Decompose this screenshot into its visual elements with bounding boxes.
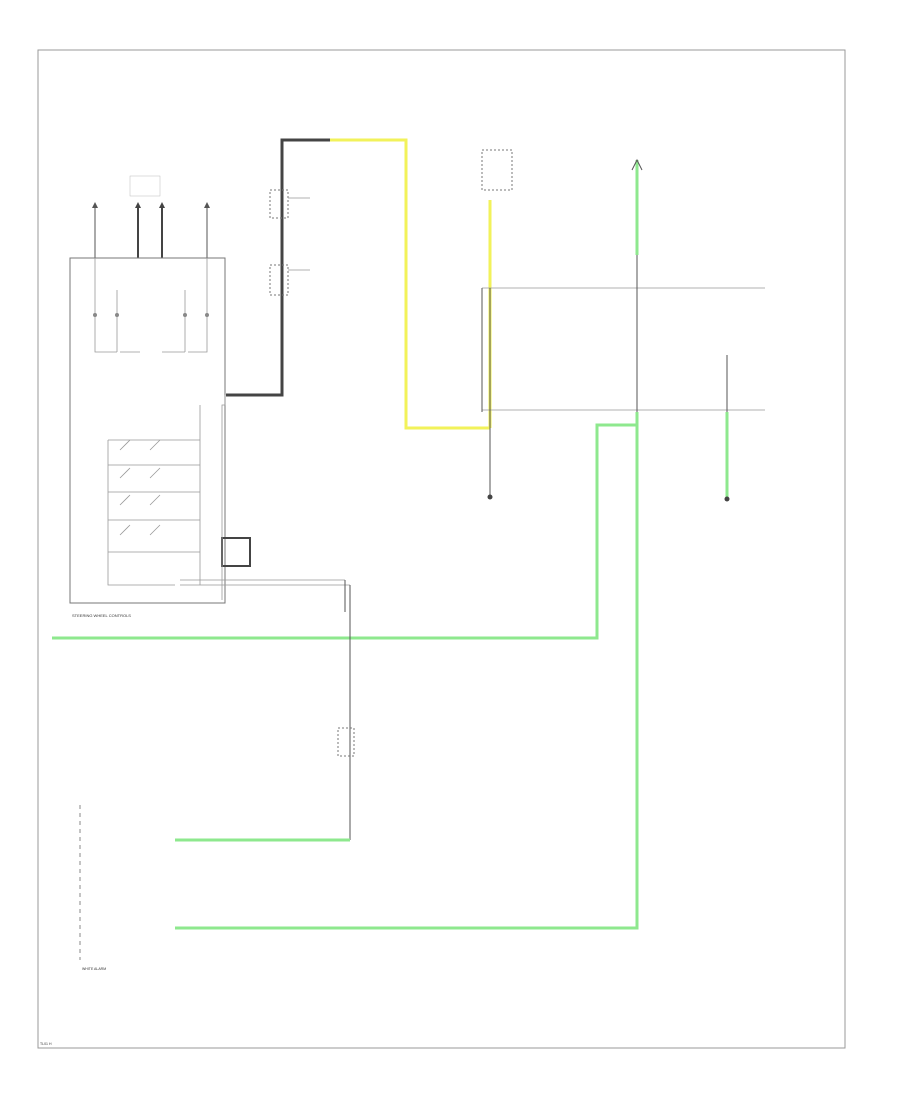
top-left-connectors [92, 175, 210, 258]
lower-relay [337, 580, 355, 840]
top-center-module [481, 149, 513, 191]
steering-wheel-controls-label: STEERING WHEEL CONTROLS [72, 613, 131, 618]
wire-dark-upper [226, 138, 330, 397]
wire-green-long-right [175, 425, 639, 930]
upper-relay-symbols [269, 189, 310, 296]
left-id-label: WHITE ALARM [82, 967, 106, 971]
wire-green-horizontal [52, 412, 639, 640]
page-frame [37, 49, 846, 1049]
steering-wheel-controls-module: STEERING WHEEL CONTROLS [69, 257, 350, 618]
page-ref-label: TL01 H [40, 1042, 52, 1046]
wire-yellow [330, 138, 492, 430]
ground-marker [631, 158, 643, 171]
central-block [481, 180, 765, 412]
